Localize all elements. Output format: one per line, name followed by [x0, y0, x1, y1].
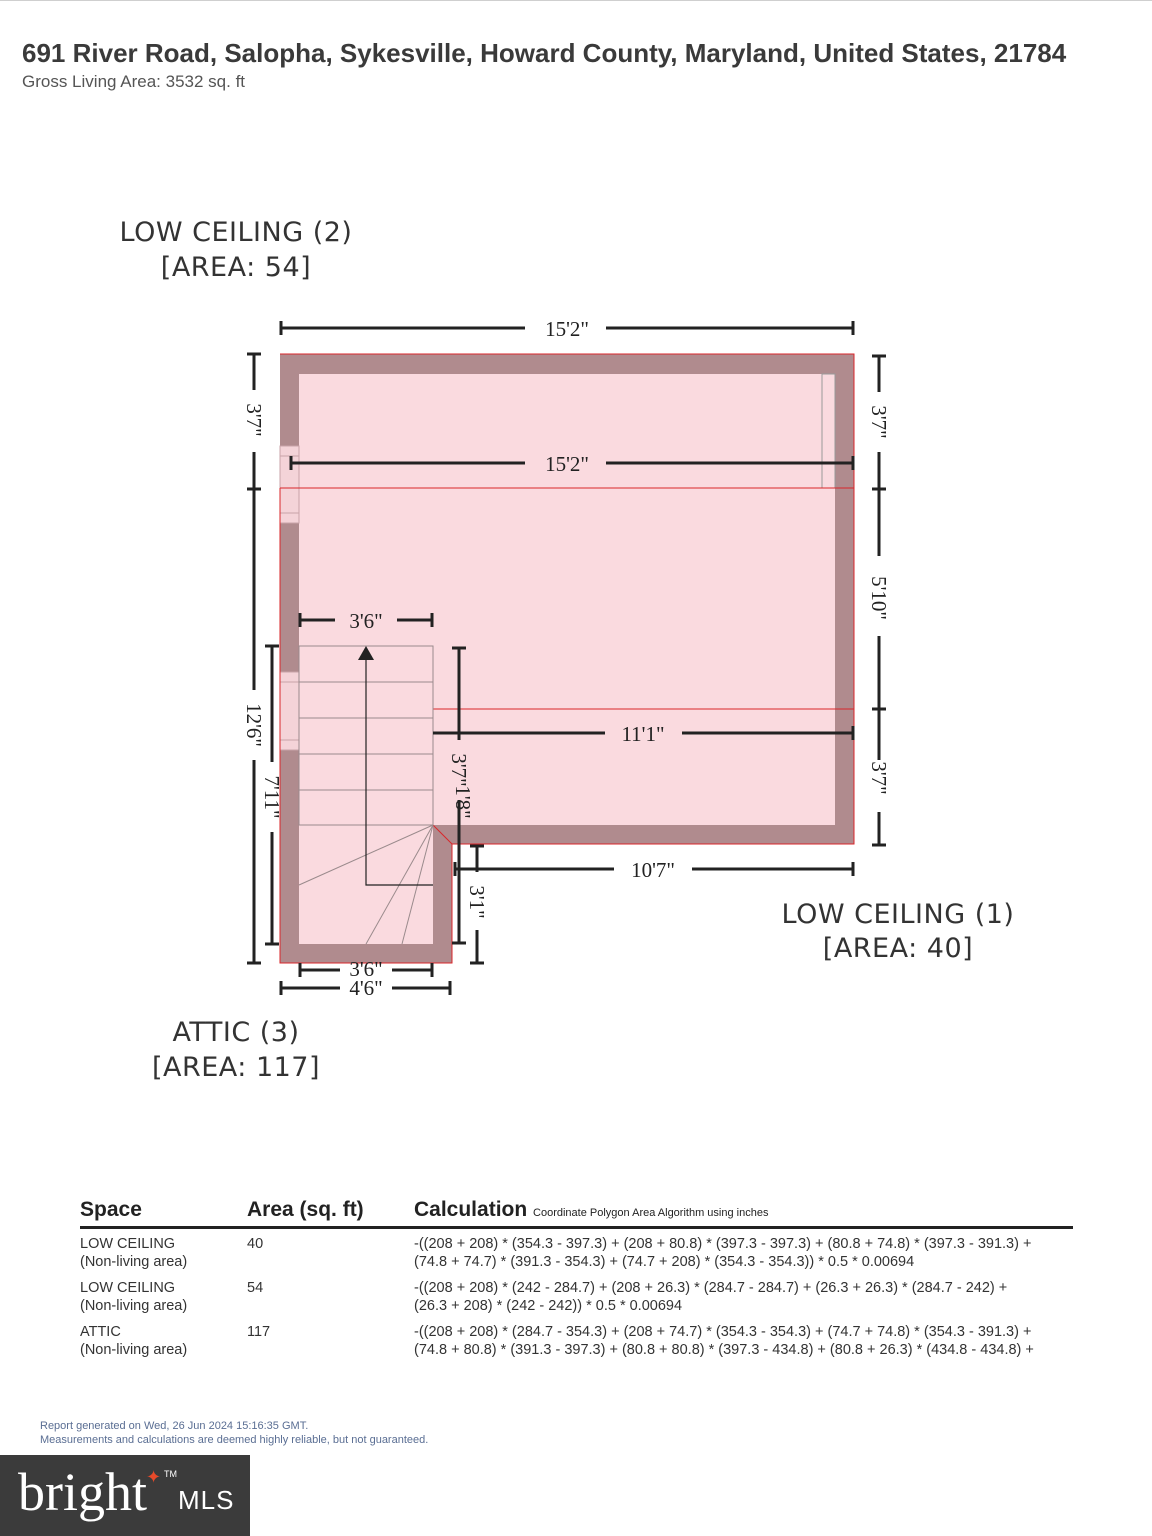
area-name-low-ceiling-1: LOW CEILING (1) — [782, 899, 1015, 930]
header-calculation: Calculation Coordinate Polygon Area Algo… — [414, 1198, 1073, 1229]
logo-bright-text: bright — [18, 1462, 147, 1522]
dim-left-inner: 7'11" — [260, 775, 284, 818]
row-calc-line: -((208 + 208) * (242 - 284.7) + (208 + 2… — [414, 1280, 1008, 1296]
dim-mid-horizontal: 11'1" — [621, 722, 664, 746]
area-value-attic-3: [AREA: 117] — [152, 1052, 320, 1083]
bright-mls-logo: bright ✦ TM MLS — [0, 1455, 250, 1536]
dim-lower-horizontal: 10'7" — [631, 858, 675, 882]
row-calc-line: -((208 + 208) * (354.3 - 397.3) + (208 +… — [414, 1236, 1032, 1252]
row-type: (Non-living area) — [80, 1298, 188, 1314]
area-name-attic-3: ATTIC (3) — [172, 1017, 299, 1048]
dim-inner-top: 15'2" — [545, 452, 589, 476]
row-space: LOW CEILING — [80, 1236, 176, 1252]
area-value-low-ceiling-1: [AREA: 40] — [823, 933, 973, 964]
dim-lower-vertical: 3'1" — [465, 885, 489, 918]
top-divider — [0, 0, 1152, 1]
table-row: LOW CEILING (Non-living area) 54 -((208 +… — [80, 1273, 1073, 1317]
dim-top: 15'2" — [545, 317, 589, 341]
logo-star-icon: ✦ — [146, 1467, 162, 1487]
dim-right-top: 3'7" — [867, 405, 891, 438]
row-space: LOW CEILING — [80, 1280, 176, 1296]
calc-note: Coordinate Polygon Area Algorithm using … — [533, 1207, 769, 1219]
row-calc-line: -((208 + 208) * (284.7 - 354.3) + (208 +… — [414, 1324, 1032, 1340]
dimension-lines — [247, 321, 886, 995]
dim-left-long: 12'6" — [242, 703, 266, 747]
dim-mid-vertical: 3'7" — [447, 753, 471, 786]
dim-right-mid: 5'10" — [867, 576, 891, 620]
dim-bottom-inner: 3'6" — [349, 957, 382, 981]
area-name-low-ceiling-2: LOW CEILING (2) — [120, 217, 353, 248]
table-row: ATTIC (Non-living area) 117 -((208 + 208)… — [80, 1317, 1073, 1361]
logo-tm: TM — [164, 1469, 177, 1479]
dim-right-bottom: 3'7" — [867, 761, 891, 794]
row-area: 40 — [247, 1236, 264, 1252]
left-window-lower — [279, 671, 300, 751]
row-area: 54 — [247, 1280, 264, 1296]
left-window-upper — [279, 445, 300, 524]
row-calc-line: (74.8 + 80.8) * (391.3 - 397.3) + (80.8 … — [414, 1342, 1034, 1358]
row-type: (Non-living area) — [80, 1342, 188, 1358]
table-row: LOW CEILING (Non-living area) 40 -((208 +… — [80, 1228, 1073, 1274]
header-space: Space — [80, 1198, 247, 1229]
header-area: Area (sq. ft) — [247, 1198, 414, 1229]
report-disclaimer: Measurements and calculations are deemed… — [40, 1434, 429, 1446]
stair-arrow — [365, 656, 433, 886]
property-address: 691 River Road, Salopha, Sykesville, How… — [22, 38, 1067, 68]
row-calc-line: (26.3 + 208) * (242 - 242)) * 0.5 * 0.00… — [414, 1298, 683, 1314]
arrow-head-icon — [358, 646, 374, 660]
row-area: 117 — [247, 1324, 271, 1340]
logo-mls-text: MLS — [178, 1485, 235, 1515]
dim-bottom-outer: 4'6" — [349, 976, 382, 1000]
floor-plan: 15'2" 15'2" 3'7" 5'10" 3'7" 3'7" 12'6" 7… — [120, 217, 1015, 1083]
dim-left-top: 3'7" — [242, 403, 266, 436]
dim-stair-top: 3'6" — [349, 609, 382, 633]
area-calculation-table: Space Area (sq. ft) Calculation Coordina… — [80, 1198, 1073, 1361]
row-calc-line: (74.8 + 74.7) * (391.3 - 354.3) + (74.7 … — [414, 1254, 915, 1270]
table-header-row: Space Area (sq. ft) Calculation Coordina… — [80, 1198, 1073, 1229]
report-generated: Report generated on Wed, 26 Jun 2024 15:… — [40, 1420, 309, 1432]
gross-living-area: Gross Living Area: 3532 sq. ft — [22, 72, 246, 91]
area-value-low-ceiling-2: [AREA: 54] — [161, 252, 311, 283]
row-space: ATTIC — [80, 1324, 121, 1340]
row-type: (Non-living area) — [80, 1254, 188, 1270]
dim-diag-small: 1'8" — [451, 785, 475, 818]
